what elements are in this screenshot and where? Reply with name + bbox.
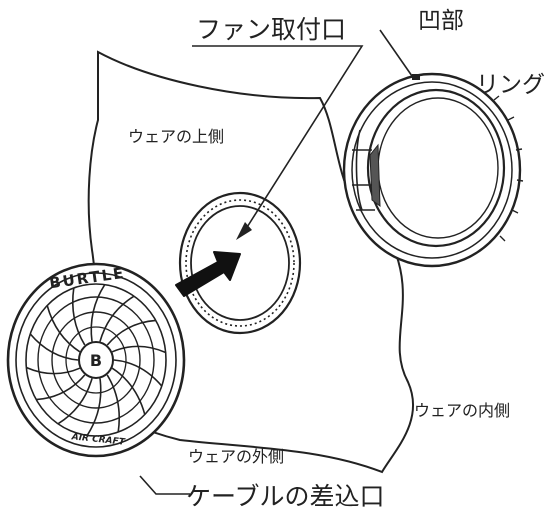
fan-blade — [86, 378, 102, 436]
fan-center-logo: B — [90, 351, 102, 370]
fan-blade — [25, 366, 81, 375]
fan-blade — [113, 359, 163, 387]
fan-blade — [111, 345, 167, 354]
fan-blade — [111, 367, 146, 415]
fan-blade — [36, 374, 86, 401]
label-wear-outer-side: ウェアの外側 — [188, 447, 284, 466]
insert-arrow — [175, 251, 241, 297]
fan-blade — [57, 378, 93, 425]
fan-blade — [106, 374, 121, 433]
fan-blade — [71, 287, 86, 346]
recess-notch — [412, 74, 420, 80]
label-recess: 凹部 — [418, 8, 464, 34]
label-cable-inlet: ケーブルの差込口 — [186, 482, 385, 511]
fan-mount-opening — [178, 191, 302, 335]
fan-unit: B BURTLE AIR CRAFT — [6, 262, 186, 458]
fan-hub — [78, 341, 114, 379]
fan-blade — [90, 284, 106, 342]
leader-lines — [139, 29, 413, 495]
label-wear-inner-side: ウェアの内側 — [414, 401, 510, 420]
fan-blade — [106, 319, 156, 346]
ring-component — [342, 72, 524, 268]
label-fan-mount-opening: ファン取付口 — [196, 15, 346, 44]
fan-blade — [99, 295, 135, 342]
fan-blade — [46, 305, 81, 353]
fan-blade — [29, 333, 79, 361]
label-ring: リング — [476, 72, 545, 98]
label-wear-upper-side: ウェアの上側 — [128, 127, 224, 146]
